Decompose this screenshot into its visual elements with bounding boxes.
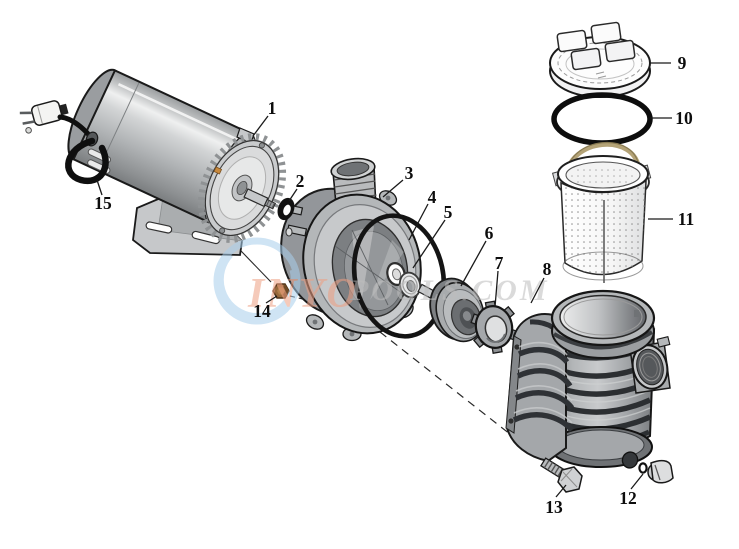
callout-1: 1 (268, 98, 277, 118)
drain-plug (638, 459, 674, 484)
callout-8: 8 (543, 259, 552, 279)
callout-2: 2 (296, 171, 305, 191)
callout-labels: 1 2 3 4 5 6 7 8 9 10 11 12 13 14 15 (94, 53, 694, 517)
shaft-seal (386, 262, 422, 299)
callout-15: 15 (94, 193, 112, 213)
callout-3: 3 (405, 163, 414, 183)
mounting-bolt (540, 457, 583, 493)
watermark-logo-icon (213, 237, 301, 325)
callout-14: 14 (253, 301, 271, 321)
pump-body (505, 289, 671, 469)
motor (67, 68, 287, 256)
callout-9: 9 (678, 53, 687, 73)
motor-shaft (243, 188, 277, 210)
power-cord-plug (19, 100, 69, 134)
lid-o-ring (551, 92, 653, 146)
strainer-basket (551, 141, 652, 283)
callout-13: 13 (545, 497, 563, 517)
watermark-text-primary: INYO (247, 271, 359, 317)
power-cord (57, 114, 109, 185)
impeller-lock-ring (470, 300, 519, 354)
impeller (417, 277, 485, 343)
callout-12: 12 (619, 488, 637, 508)
housing-o-ring (351, 213, 447, 339)
strainer-lid (549, 21, 651, 98)
callout-6: 6 (485, 223, 494, 243)
callout-4: 4 (428, 187, 437, 207)
lid-handle-tabs (556, 21, 636, 71)
watermark: INYO POOLS.COM (213, 237, 550, 325)
shaft-slinger-o-ring (277, 197, 295, 221)
callout-5: 5 (444, 202, 453, 222)
pump-body-side-port (629, 336, 671, 394)
seal-plate-housing (280, 157, 422, 342)
pipe-plug (272, 283, 290, 299)
leader-lines (96, 62, 673, 498)
callout-10: 10 (675, 108, 693, 128)
callout-11: 11 (678, 209, 695, 229)
watermark-text-secondary: POOLS.COM (349, 274, 550, 307)
callout-7: 7 (495, 253, 504, 273)
